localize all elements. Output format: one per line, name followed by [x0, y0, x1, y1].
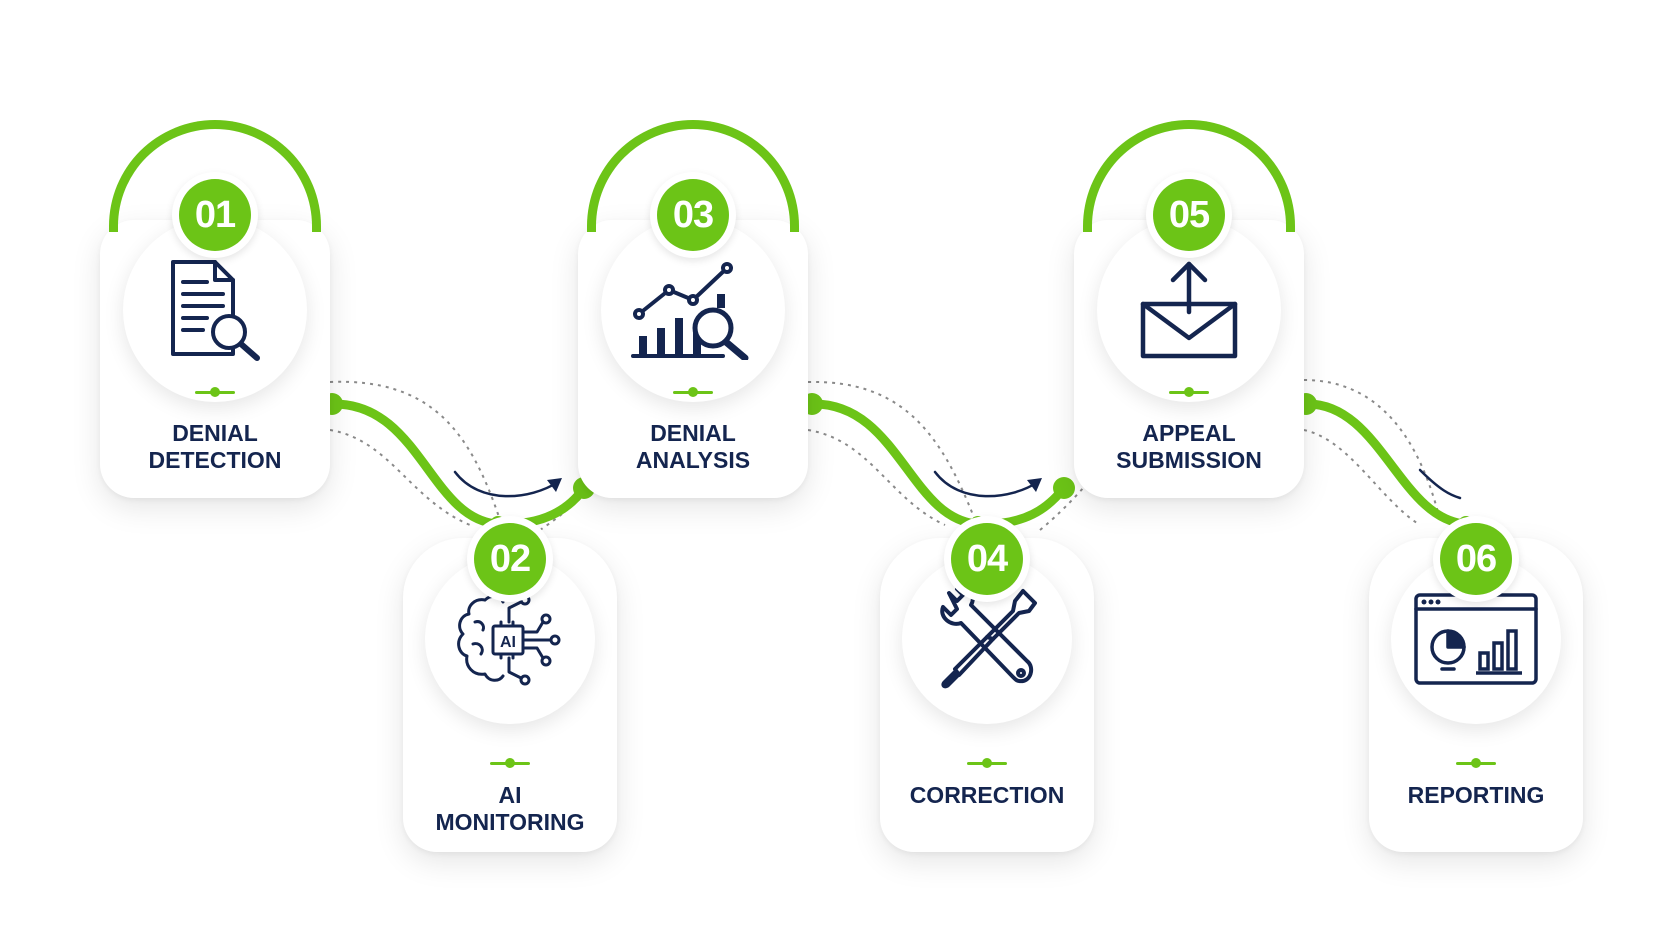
email-upload-icon	[1140, 261, 1238, 359]
dotted-connector	[329, 429, 471, 526]
step-card-02: AI 02 AI MONITORING	[403, 516, 617, 852]
dotted-connector	[1303, 429, 1421, 526]
step-number-badge: 05	[1153, 179, 1225, 251]
step-label-line2: MONITORING	[435, 809, 585, 835]
step-label-line2: REPORTING	[1407, 782, 1545, 808]
step-card-06: 06 REPORTING	[1369, 516, 1583, 852]
connector-node	[1053, 477, 1075, 499]
arrow-curve	[1418, 468, 1462, 500]
step-label: CORRECTION	[880, 782, 1094, 809]
arrow-curve	[453, 470, 560, 498]
step-label: DENIAL DETECTION	[100, 420, 330, 474]
step-number-badge: 03	[657, 179, 729, 251]
step-label-line2: ANALYSIS	[635, 447, 751, 473]
step-label: APPEAL SUBMISSION	[1074, 420, 1304, 474]
step-badge-ring: 05	[1146, 172, 1232, 258]
dotted-connector	[807, 429, 946, 526]
divider-line	[1456, 758, 1496, 768]
step-label: REPORTING	[1369, 782, 1583, 809]
step-label-line1: AI	[498, 782, 522, 808]
step-number-badge: 06	[1440, 523, 1512, 595]
divider-line	[490, 758, 530, 768]
step-label-line1: APPEAL	[1142, 420, 1236, 446]
ai-brain-icon: AI	[457, 594, 561, 686]
step-label-line1: DENIAL	[650, 420, 736, 446]
step-badge-ring: 04	[944, 516, 1030, 602]
arrow-curve	[933, 470, 1040, 498]
step-label: DENIAL ANALYSIS	[578, 420, 808, 474]
step-label-line1: DENIAL	[172, 420, 258, 446]
green-connector-3-4	[807, 399, 1069, 529]
divider-line	[1169, 387, 1209, 397]
step-number-badge: 04	[951, 523, 1023, 595]
step-badge-ring: 01	[172, 172, 258, 258]
chart-analysis-icon	[631, 262, 749, 360]
step-number-badge: 01	[179, 179, 251, 251]
arrow-head	[1027, 478, 1042, 492]
dotted-connector	[807, 380, 976, 521]
document-search-icon	[171, 260, 260, 361]
divider-line	[195, 387, 235, 397]
wrench-screwdriver-icon	[940, 587, 1037, 689]
dotted-connector	[1039, 469, 1101, 531]
step-label-line2: CORRECTION	[909, 782, 1065, 808]
ai-chip-text: AI	[500, 634, 516, 651]
step-label-line2: DETECTION	[148, 447, 282, 473]
step-label-line2: SUBMISSION	[1116, 447, 1262, 473]
step-card-04: 04 CORRECTION	[880, 516, 1094, 852]
step-card-05: 05 APPEAL SUBMISSION	[1074, 120, 1304, 498]
step-badge-ring: 03	[650, 172, 736, 258]
step-number-badge: 02	[474, 523, 546, 595]
icon-circle	[1391, 554, 1561, 724]
green-connector-1-2	[327, 399, 589, 529]
step-badge-ring: 02	[467, 516, 553, 602]
green-connector-5-6	[1301, 399, 1471, 529]
divider-line	[967, 758, 1007, 768]
arrow-head	[547, 478, 562, 492]
step-label: AI MONITORING	[403, 782, 617, 836]
step-badge-ring: 06	[1433, 516, 1519, 602]
step-card-01: 01 DENIAL DETECTION	[100, 120, 330, 498]
divider-line	[673, 387, 713, 397]
step-card-03: 03 DENIAL ANALYSIS	[578, 120, 808, 498]
dashboard-report-icon	[1414, 593, 1538, 685]
